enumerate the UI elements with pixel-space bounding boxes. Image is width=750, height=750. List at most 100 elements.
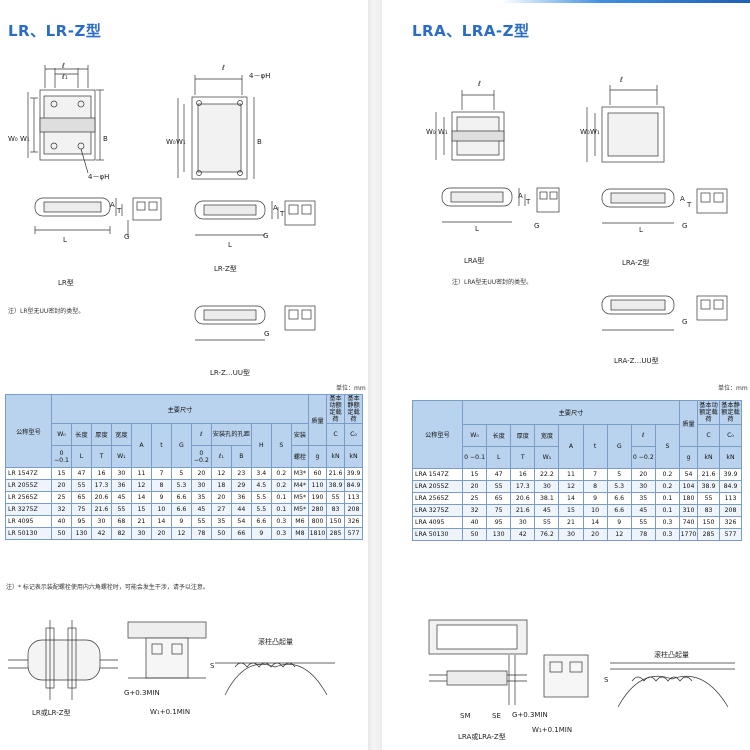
col-w1-header: W₁ <box>110 445 132 468</box>
col-g-unit: g <box>679 446 698 469</box>
col-c-header: 基本动额定载荷 <box>697 400 720 425</box>
table-cell: 65 <box>70 491 92 504</box>
table-cell: 20 <box>210 491 232 504</box>
bottom-s: S <box>604 676 609 684</box>
table-cell-model: LR 2055Z <box>5 479 52 492</box>
table-cell: 14 <box>558 492 584 505</box>
table-cell: 104 <box>679 480 698 493</box>
col-w0-header: W₀ <box>461 424 488 447</box>
note-lr: 注）LR型无UU密封的类型。 <box>8 308 85 315</box>
table-cell: 15 <box>461 468 488 481</box>
col-length-header: 长度 <box>70 423 92 446</box>
table-cell: 17.3 <box>90 479 112 492</box>
caption-bottom: LRA或LRA-Z型 <box>458 733 506 741</box>
table-cell: 35 <box>190 491 212 504</box>
col-model-header: 公称型号 <box>5 394 52 468</box>
table-cell: 16 <box>510 468 536 481</box>
col-c0-symbol: C₀ <box>719 424 742 447</box>
col-w0-tolerance: 0 −0.1 <box>461 446 488 469</box>
col-width-header: 宽度 <box>110 423 132 446</box>
table-cell: 25 <box>461 492 488 505</box>
table-cell: 29 <box>230 479 252 492</box>
table-cell: 55 <box>697 492 720 505</box>
col-c0-header: 基本静额定载荷 <box>344 394 363 424</box>
table-cell: 130 <box>486 528 512 541</box>
lra-mount-drawing <box>428 619 528 705</box>
table-cell: 47 <box>486 468 512 481</box>
table-cell: 0.2 <box>270 479 292 492</box>
table-cell: 22.2 <box>534 468 560 481</box>
table-cell: 75 <box>70 503 92 516</box>
note-lra: 注）LRA型无UU密封的类型。 <box>452 279 533 286</box>
lraz-top-view-drawing <box>586 85 665 163</box>
table-cell: M5* <box>290 491 310 504</box>
col-l-header: ℓ <box>630 424 656 447</box>
lr-mount-section-drawing <box>8 620 118 700</box>
col-main-dims-header: 主要尺寸 <box>51 394 309 424</box>
table-cell: 42 <box>510 528 536 541</box>
table-cell: 6.6 <box>170 503 192 516</box>
table-cell-model: LRA 50130 <box>412 528 463 541</box>
table-cell: 30 <box>510 516 536 529</box>
table-cell: 25 <box>51 491 72 504</box>
col-c-symbol: C <box>697 424 720 447</box>
right-page: LRA、LRA-Z型 ℓ W₀ W₁ L A T G LRA型 注）LRA型无U… <box>382 0 750 750</box>
table-cell: 38.9 <box>326 479 345 492</box>
dim-lraz-w1: W₁ <box>590 128 600 136</box>
roller-protrusion-drawing <box>610 662 735 708</box>
header-bar <box>502 0 750 3</box>
table-cell: 16 <box>90 467 112 480</box>
table-cell: 0.2 <box>270 467 292 480</box>
table-cell: 326 <box>719 516 742 529</box>
col-main-dims-header: 主要尺寸 <box>462 400 680 425</box>
table-cell: 45 <box>630 504 656 517</box>
dim-lra-w1: W₁ <box>438 128 448 136</box>
table-cell: 18 <box>210 479 232 492</box>
table-cell: 20.6 <box>510 492 536 505</box>
dim-lra-g: G <box>534 222 540 230</box>
table-cell: 21.6 <box>510 504 536 517</box>
table-cell: 36 <box>110 479 132 492</box>
table-cell: 7 <box>582 468 608 481</box>
bottom-se: SE <box>492 712 501 720</box>
table-cell: 78 <box>190 527 212 540</box>
table-cell: 0.1 <box>270 503 292 516</box>
table-cell: 54 <box>230 515 252 528</box>
table-cell: 54 <box>679 468 698 481</box>
table-cell: 20 <box>150 527 172 540</box>
table-cell: 27 <box>210 503 232 516</box>
spec-table-lr: 公称型号 主要尺寸 质量 基本动额定载荷 基本静额定载荷 W₀ 长度 厚度 宽度… <box>5 394 363 540</box>
page-gutter <box>368 0 382 750</box>
dim-lrz-t: T <box>280 210 285 218</box>
dim-lrz-w0: W₀ <box>166 138 176 146</box>
col-model-header: 公称型号 <box>412 400 463 469</box>
bottom-g-min: G+0.3MIN <box>124 689 160 697</box>
table-cell: 30 <box>190 479 212 492</box>
table-cell: 5.3 <box>170 479 192 492</box>
table-cell: 180 <box>679 492 698 505</box>
col-h-header: H <box>250 423 272 468</box>
col-kn0-unit: kN <box>719 446 742 469</box>
table-cell: 0.2 <box>654 468 681 481</box>
col-kn-unit: kN <box>326 445 345 468</box>
col-T-header: T <box>90 445 112 468</box>
caption-bottom: LR或LR-Z型 <box>32 709 71 717</box>
table-cell: 6.6 <box>606 504 632 517</box>
table-cell: 20 <box>190 467 212 480</box>
dim-t: T <box>117 207 122 215</box>
table-cell: 55 <box>534 516 560 529</box>
table-cell: 47 <box>70 467 92 480</box>
table-cell: 45 <box>190 503 212 516</box>
dim-lra-w0: W₀ <box>426 128 436 136</box>
table-cell: 30 <box>558 528 584 541</box>
table-cell: 42 <box>90 527 112 540</box>
table-cell-model: LR 1547Z <box>5 467 52 480</box>
table-cell: 0.1 <box>654 492 681 505</box>
table-cell: 5.5 <box>250 491 272 504</box>
table-cell-model: LRA 2055Z <box>412 480 463 493</box>
